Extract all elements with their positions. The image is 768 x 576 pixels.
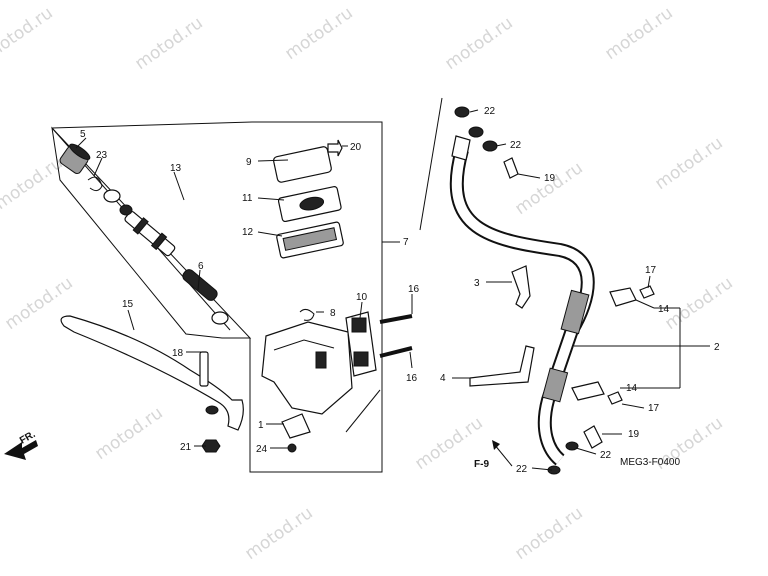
watermark-text: motod.ru: [0, 3, 57, 64]
callout-15: 15: [122, 299, 134, 310]
callout-1: 1: [258, 420, 264, 431]
watermark-layer: motod.ru motod.ru motod.ru motod.ru moto…: [0, 3, 737, 564]
callout-13: 13: [170, 163, 182, 174]
diagram-code: MEG3-F0400: [620, 457, 680, 468]
plate-part: [277, 186, 342, 223]
callout-10: 10: [356, 292, 368, 303]
callout-22: 22: [510, 140, 522, 151]
front-arrow-icon: [4, 440, 38, 460]
pivot-bolt-part: [199, 351, 209, 387]
piston-part: [124, 210, 176, 257]
callout-14: 14: [658, 304, 670, 315]
watermark-text: motod.ru: [601, 3, 676, 64]
hose-stay-part: [469, 345, 535, 387]
screw-part: [327, 139, 343, 157]
callout-5: 5: [80, 129, 86, 140]
washer-part: [103, 189, 121, 203]
watermark-text: motod.ru: [441, 13, 516, 74]
bolt-part: [379, 314, 413, 324]
hose-fitting-part: [451, 135, 471, 161]
brake-lever-part: [60, 315, 244, 431]
sealing-washer-part: [454, 106, 470, 118]
brake-hose-group: [419, 97, 655, 475]
callout-11: 11: [242, 193, 253, 204]
callout-7: 7: [403, 237, 409, 248]
callout-12: 12: [242, 227, 254, 238]
piston-kit-group: [51, 126, 252, 339]
callout-16: 16: [406, 373, 418, 384]
sealing-washer-part: [565, 441, 579, 451]
circlip-part: [87, 176, 103, 192]
callout-16: 16: [408, 284, 420, 295]
watermark-text: motod.ru: [661, 273, 736, 334]
bolt-part: [379, 346, 413, 358]
hose-clamp-part: [609, 287, 637, 307]
callout-17: 17: [648, 403, 660, 414]
callout-6: 6: [198, 261, 204, 272]
callout-17: 17: [645, 265, 657, 276]
callout-22: 22: [600, 450, 612, 461]
bolt-part: [639, 285, 655, 299]
watermark-text: motod.ru: [511, 503, 586, 564]
hose-stay-part: [511, 265, 531, 309]
callout-14: 14: [626, 383, 638, 394]
callout-19: 19: [628, 429, 640, 440]
bolt-part: [607, 391, 623, 405]
hose-sleeve: [541, 367, 569, 403]
callout-8: 8: [330, 308, 336, 319]
oil-bolt-part: [583, 425, 603, 449]
reservoir-cap-part: [272, 146, 332, 183]
switch-part: [281, 413, 311, 439]
callout-21: 21: [180, 442, 192, 453]
watermark-text: motod.ru: [131, 13, 206, 74]
callout-2: 2: [714, 342, 720, 353]
callout-22: 22: [484, 106, 496, 117]
sealing-washer-part: [468, 126, 484, 138]
group-frame-7: [249, 121, 383, 473]
callout-23: 23: [96, 150, 108, 161]
callout-24: 24: [256, 444, 268, 455]
callout-20: 20: [350, 142, 362, 153]
hose-clamp-part: [571, 381, 605, 401]
seal-part: [119, 204, 133, 216]
clip-part: [299, 308, 315, 321]
end-cap-part: [211, 311, 229, 325]
ref-arrow: [492, 440, 513, 467]
master-cylinder-group: [51, 121, 413, 473]
master-cylinder-body: [261, 321, 353, 415]
watermark-text: motod.ru: [281, 3, 356, 64]
group-line: [51, 121, 253, 129]
callout-labels: 5 23 13 6 15 18 21 9 11 12 20 7 8 10 16 …: [18, 106, 720, 475]
switch-screw-part: [287, 443, 297, 453]
callout-19: 19: [544, 173, 556, 184]
hose-sleeve: [560, 289, 590, 335]
callout-4: 4: [440, 373, 446, 384]
ref-label-f9: F-9: [474, 459, 489, 470]
watermark-text: motod.ru: [91, 403, 166, 464]
callout-3: 3: [474, 278, 480, 289]
watermark-text: motod.ru: [241, 503, 316, 564]
watermark-text: motod.ru: [511, 158, 586, 219]
boot-part: [59, 143, 91, 175]
leader-lines: [75, 109, 710, 471]
oil-bolt-part: [503, 157, 519, 179]
callout-22: 22: [516, 464, 528, 475]
callout-9: 9: [246, 157, 252, 168]
spring-part: [182, 269, 218, 301]
group-frame-13: [51, 126, 252, 339]
diaphragm-part: [276, 221, 344, 259]
callout-18: 18: [172, 348, 184, 359]
sealing-washer-part: [482, 140, 498, 152]
watermark-text: motod.ru: [651, 133, 726, 194]
